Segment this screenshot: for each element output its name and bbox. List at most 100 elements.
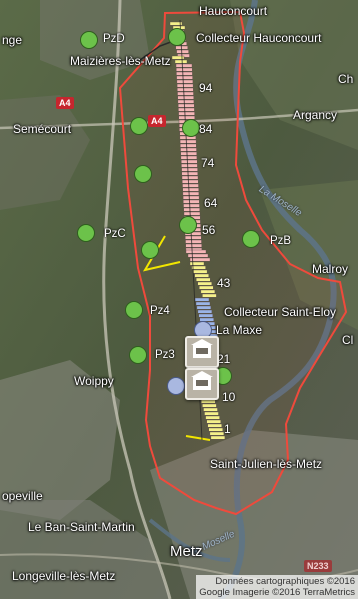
- piezometer-label-pzd: PzD: [103, 33, 125, 45]
- highway-shield-a4-west: A4: [56, 97, 74, 109]
- pipeline-segment: [206, 419, 221, 424]
- pipeline-segment: [207, 423, 222, 428]
- pipeline-segment: [177, 87, 194, 92]
- km-marker-21: 21: [217, 352, 231, 366]
- motorway-a31: [102, 0, 172, 599]
- pipeline-segment: [180, 147, 197, 152]
- pipeline-segment: [181, 179, 199, 184]
- pipeline-segment: [180, 143, 197, 148]
- green-marker[interactable]: [130, 117, 148, 135]
- pipeline-segment: [194, 297, 210, 302]
- urban-area-ban-saint-martin: [0, 500, 170, 599]
- pipeline-segment: [182, 183, 199, 188]
- pipeline-segment: [177, 91, 194, 96]
- pipeline-segment: [182, 191, 200, 196]
- pipeline-segments: [169, 19, 226, 441]
- pipeline-segment: [180, 155, 198, 160]
- pipeline-segment: [176, 71, 193, 76]
- pipeline-segment: [169, 21, 183, 26]
- green-marker[interactable]: [182, 119, 200, 137]
- urban-area-semecourt: [0, 95, 90, 210]
- pipeline-segment: [183, 207, 200, 212]
- place-woippy: Woippy: [74, 374, 114, 388]
- pipeline-segment: [182, 195, 200, 200]
- place-nge: nge: [2, 33, 23, 47]
- photo-marker-2[interactable]: [185, 368, 219, 400]
- pipeline-segment: [185, 243, 202, 248]
- blue-marker[interactable]: [167, 377, 185, 395]
- place-hauconcourt: Hauconcourt: [199, 4, 268, 18]
- green-marker[interactable]: [168, 28, 186, 46]
- pipeline-segment: [196, 305, 212, 310]
- highway-shield-n233: N233: [304, 560, 332, 572]
- pipeline-segment: [205, 415, 220, 420]
- pipeline-segment: [189, 257, 211, 262]
- place-collecteur-saint-eloy: Collecteur Saint-Eloy: [224, 305, 337, 319]
- pipeline-segment: [202, 403, 217, 408]
- pipeline-segment: [179, 139, 197, 144]
- pipeline-segment: [209, 431, 225, 436]
- pipeline-segment: [174, 59, 188, 64]
- photo-marker-1[interactable]: [185, 336, 219, 368]
- pipeline-segment: [204, 411, 219, 416]
- green-marker[interactable]: [134, 165, 152, 183]
- km-marker-74: 74: [201, 156, 215, 170]
- pipeline-segment: [178, 111, 195, 116]
- pipeline-segment: [176, 75, 193, 80]
- km-marker-43: 43: [217, 276, 231, 290]
- map-attribution: Données cartographiques ©2016 Google Ima…: [196, 575, 358, 599]
- pipeline-segment: [181, 175, 199, 180]
- motorway-a4: [0, 108, 358, 130]
- pipeline-segment: [195, 277, 211, 282]
- piezometer-label-pzb: PzB: [270, 235, 292, 247]
- pipeline-segment: [182, 187, 199, 192]
- green-marker[interactable]: [77, 224, 95, 242]
- pipeline-segment: [175, 67, 193, 72]
- place-la-maxe: La Maxe: [216, 323, 263, 337]
- pipeline-segment: [189, 261, 205, 266]
- piezometer-label-pzc: PzC: [104, 228, 126, 240]
- pipeline-segment: [178, 107, 195, 112]
- pipeline-segment: [177, 103, 195, 108]
- place-maizieres: Maizières-lès-Metz: [70, 54, 171, 68]
- pipeline-segment: [199, 285, 214, 290]
- km-marker-64: 64: [204, 196, 218, 210]
- urban-area-metz: [150, 430, 358, 599]
- urban-area-woippy: [0, 360, 120, 520]
- place-longeville: Longeville-lès-Metz: [12, 569, 116, 583]
- pipeline-segment: [176, 49, 189, 54]
- pipeline-segment: [184, 235, 202, 240]
- green-marker[interactable]: [80, 31, 98, 49]
- pipeline-segment: [171, 55, 185, 60]
- green-marker[interactable]: [125, 301, 143, 319]
- highway-shield-a4-east: A4: [148, 115, 166, 127]
- pipeline-segment: [175, 63, 193, 68]
- pipeline-segment: [178, 115, 196, 120]
- yellow-line-south: [185, 435, 211, 441]
- pipeline-segment: [197, 309, 213, 314]
- pipeline-segment: [185, 239, 202, 244]
- piezometer-label-pz3: Pz3: [155, 349, 175, 361]
- place-semecourt: Semécourt: [13, 122, 72, 136]
- place-le-ban-saint-martin: Le Ban-Saint-Martin: [28, 520, 135, 534]
- place-malroy: Malroy: [312, 262, 349, 276]
- pipeline-segment: [181, 171, 199, 176]
- pipeline-segment: [191, 265, 206, 270]
- pipeline-segment: [187, 253, 209, 258]
- green-marker[interactable]: [141, 241, 159, 259]
- piezometer-label-pz4: Pz4: [150, 305, 170, 317]
- green-marker[interactable]: [242, 230, 260, 248]
- green-marker[interactable]: [179, 216, 197, 234]
- green-marker[interactable]: [129, 346, 147, 364]
- place-opeville: opeville: [2, 489, 43, 503]
- pipeline-segment: [202, 293, 217, 298]
- attribution-line-2: Google Imagerie ©2016 TerraMetrics: [199, 587, 355, 598]
- km-marker-84: 84: [199, 122, 213, 136]
- pipeline-segment: [198, 313, 214, 318]
- pipeline-segment: [181, 163, 198, 168]
- place-ch: Ch: [338, 72, 354, 86]
- pipeline-segment: [195, 301, 211, 306]
- pipeline-segment: [200, 289, 216, 294]
